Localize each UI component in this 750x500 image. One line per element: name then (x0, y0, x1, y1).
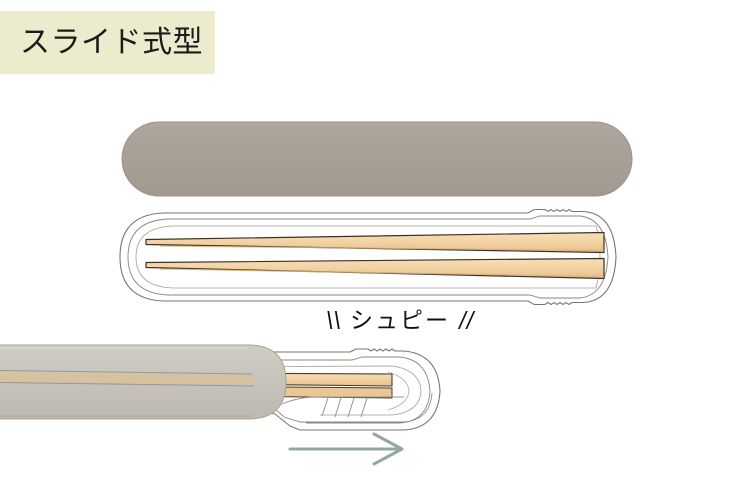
sfx-word: シュピー (350, 307, 450, 334)
sliding-open-figure (0, 344, 441, 431)
closed-case-figure (119, 208, 617, 306)
chopstick-lower (145, 257, 605, 280)
lid-body (121, 121, 633, 197)
lid-figure (121, 121, 633, 197)
open-case-grip-ridges (321, 397, 368, 418)
chopstick-upper-shade (159, 245, 605, 252)
slide-direction-arrow (288, 432, 404, 466)
open-case-bevel (281, 396, 404, 405)
open-case-inner-groove (0, 365, 422, 416)
sfx-right-slashes: // (457, 308, 476, 333)
open-lid-seam-upper (0, 370, 253, 375)
sound-effect-label: \\ シュピー // (300, 303, 500, 339)
open-case-front-lip (0, 392, 433, 423)
open-lid (0, 344, 287, 420)
chopstick-lower-shade (159, 268, 605, 278)
open-case-cavity-arc (387, 371, 410, 411)
title-banner: スライド式型 (0, 11, 215, 74)
open-lid-seam-lower (0, 382, 255, 387)
page-title: スライド式型 (20, 24, 203, 60)
sfx-left-slashes: \\ (324, 308, 343, 333)
case-outer-shell (119, 208, 617, 306)
case-inner-rim (127, 215, 609, 299)
chopstick-upper (145, 231, 605, 254)
open-lid-wood-sliver (0, 372, 253, 384)
